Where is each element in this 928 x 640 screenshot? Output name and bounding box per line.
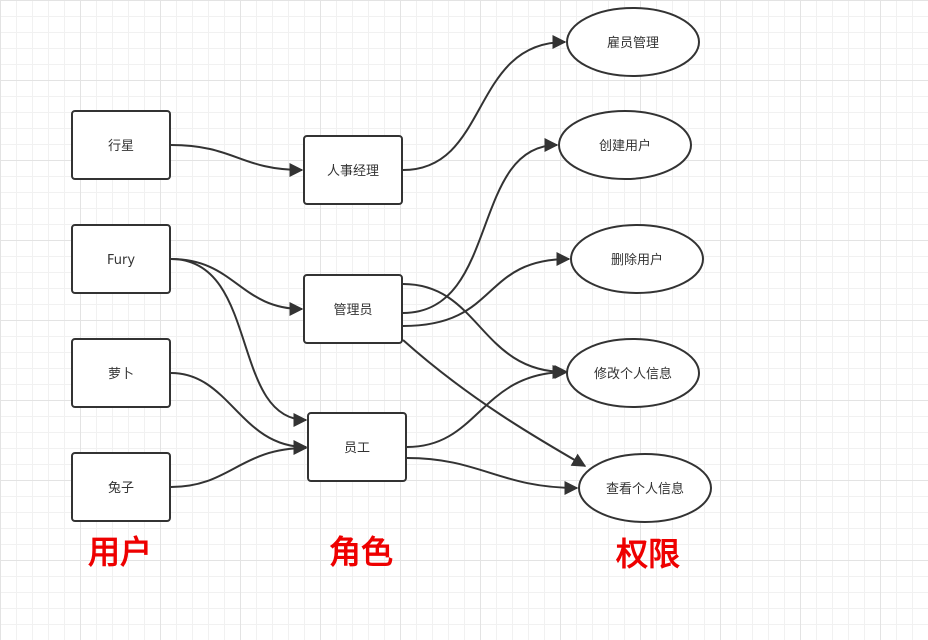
permission-label: 雇员管理 (607, 35, 659, 51)
permission-node-p3[interactable]: 删除用户 (570, 224, 704, 294)
permission-label: 创建用户 (599, 138, 651, 154)
permission-label: 删除用户 (611, 252, 663, 268)
role-label: 管理员 (333, 303, 372, 318)
permission-node-p2[interactable]: 创建用户 (558, 110, 692, 180)
role-node-r2[interactable]: 管理员 (303, 274, 403, 344)
permission-node-p4[interactable]: 修改个人信息 (566, 338, 700, 408)
edge-r3-p5 (406, 457, 579, 495)
user-label: Fury (107, 253, 135, 268)
user-node-u4[interactable]: 兔子 (71, 452, 171, 522)
edge-u2-r2 (170, 258, 304, 316)
role-label: 人事经理 (327, 164, 379, 179)
permission-node-p5[interactable]: 查看个人信息 (578, 453, 712, 523)
edge-u4-r3 (170, 441, 308, 488)
edge-r2-p2 (402, 138, 559, 314)
permission-label: 查看个人信息 (606, 481, 684, 497)
edge-r3-p4 (406, 365, 569, 448)
permission-node-p1[interactable]: 雇员管理 (566, 7, 700, 77)
user-label: 兔子 (108, 481, 134, 496)
user-node-u2[interactable]: Fury (71, 224, 171, 294)
caption-permissions: 权限 (615, 535, 680, 573)
caption-users: 用户 (88, 533, 152, 571)
edge-u2-r3 (170, 258, 308, 427)
role-node-r1[interactable]: 人事经理 (303, 135, 403, 205)
edge-r2-p4 (402, 283, 567, 379)
permission-label: 修改个人信息 (594, 366, 672, 382)
user-node-u3[interactable]: 萝卜 (71, 338, 171, 408)
user-label: 行星 (108, 139, 134, 154)
role-node-r3[interactable]: 员工 (307, 412, 407, 482)
edges-layer (170, 35, 587, 495)
edge-r2-p5 (402, 339, 587, 467)
user-node-u1[interactable]: 行星 (71, 110, 171, 180)
user-label: 萝卜 (108, 367, 134, 382)
edge-r1-p1 (402, 35, 567, 171)
edge-u3-r3 (170, 372, 308, 454)
caption-roles: 角色 (329, 533, 393, 571)
edge-r2-p3 (402, 252, 571, 327)
edge-u1-r1 (170, 144, 304, 177)
role-label: 员工 (344, 441, 370, 456)
